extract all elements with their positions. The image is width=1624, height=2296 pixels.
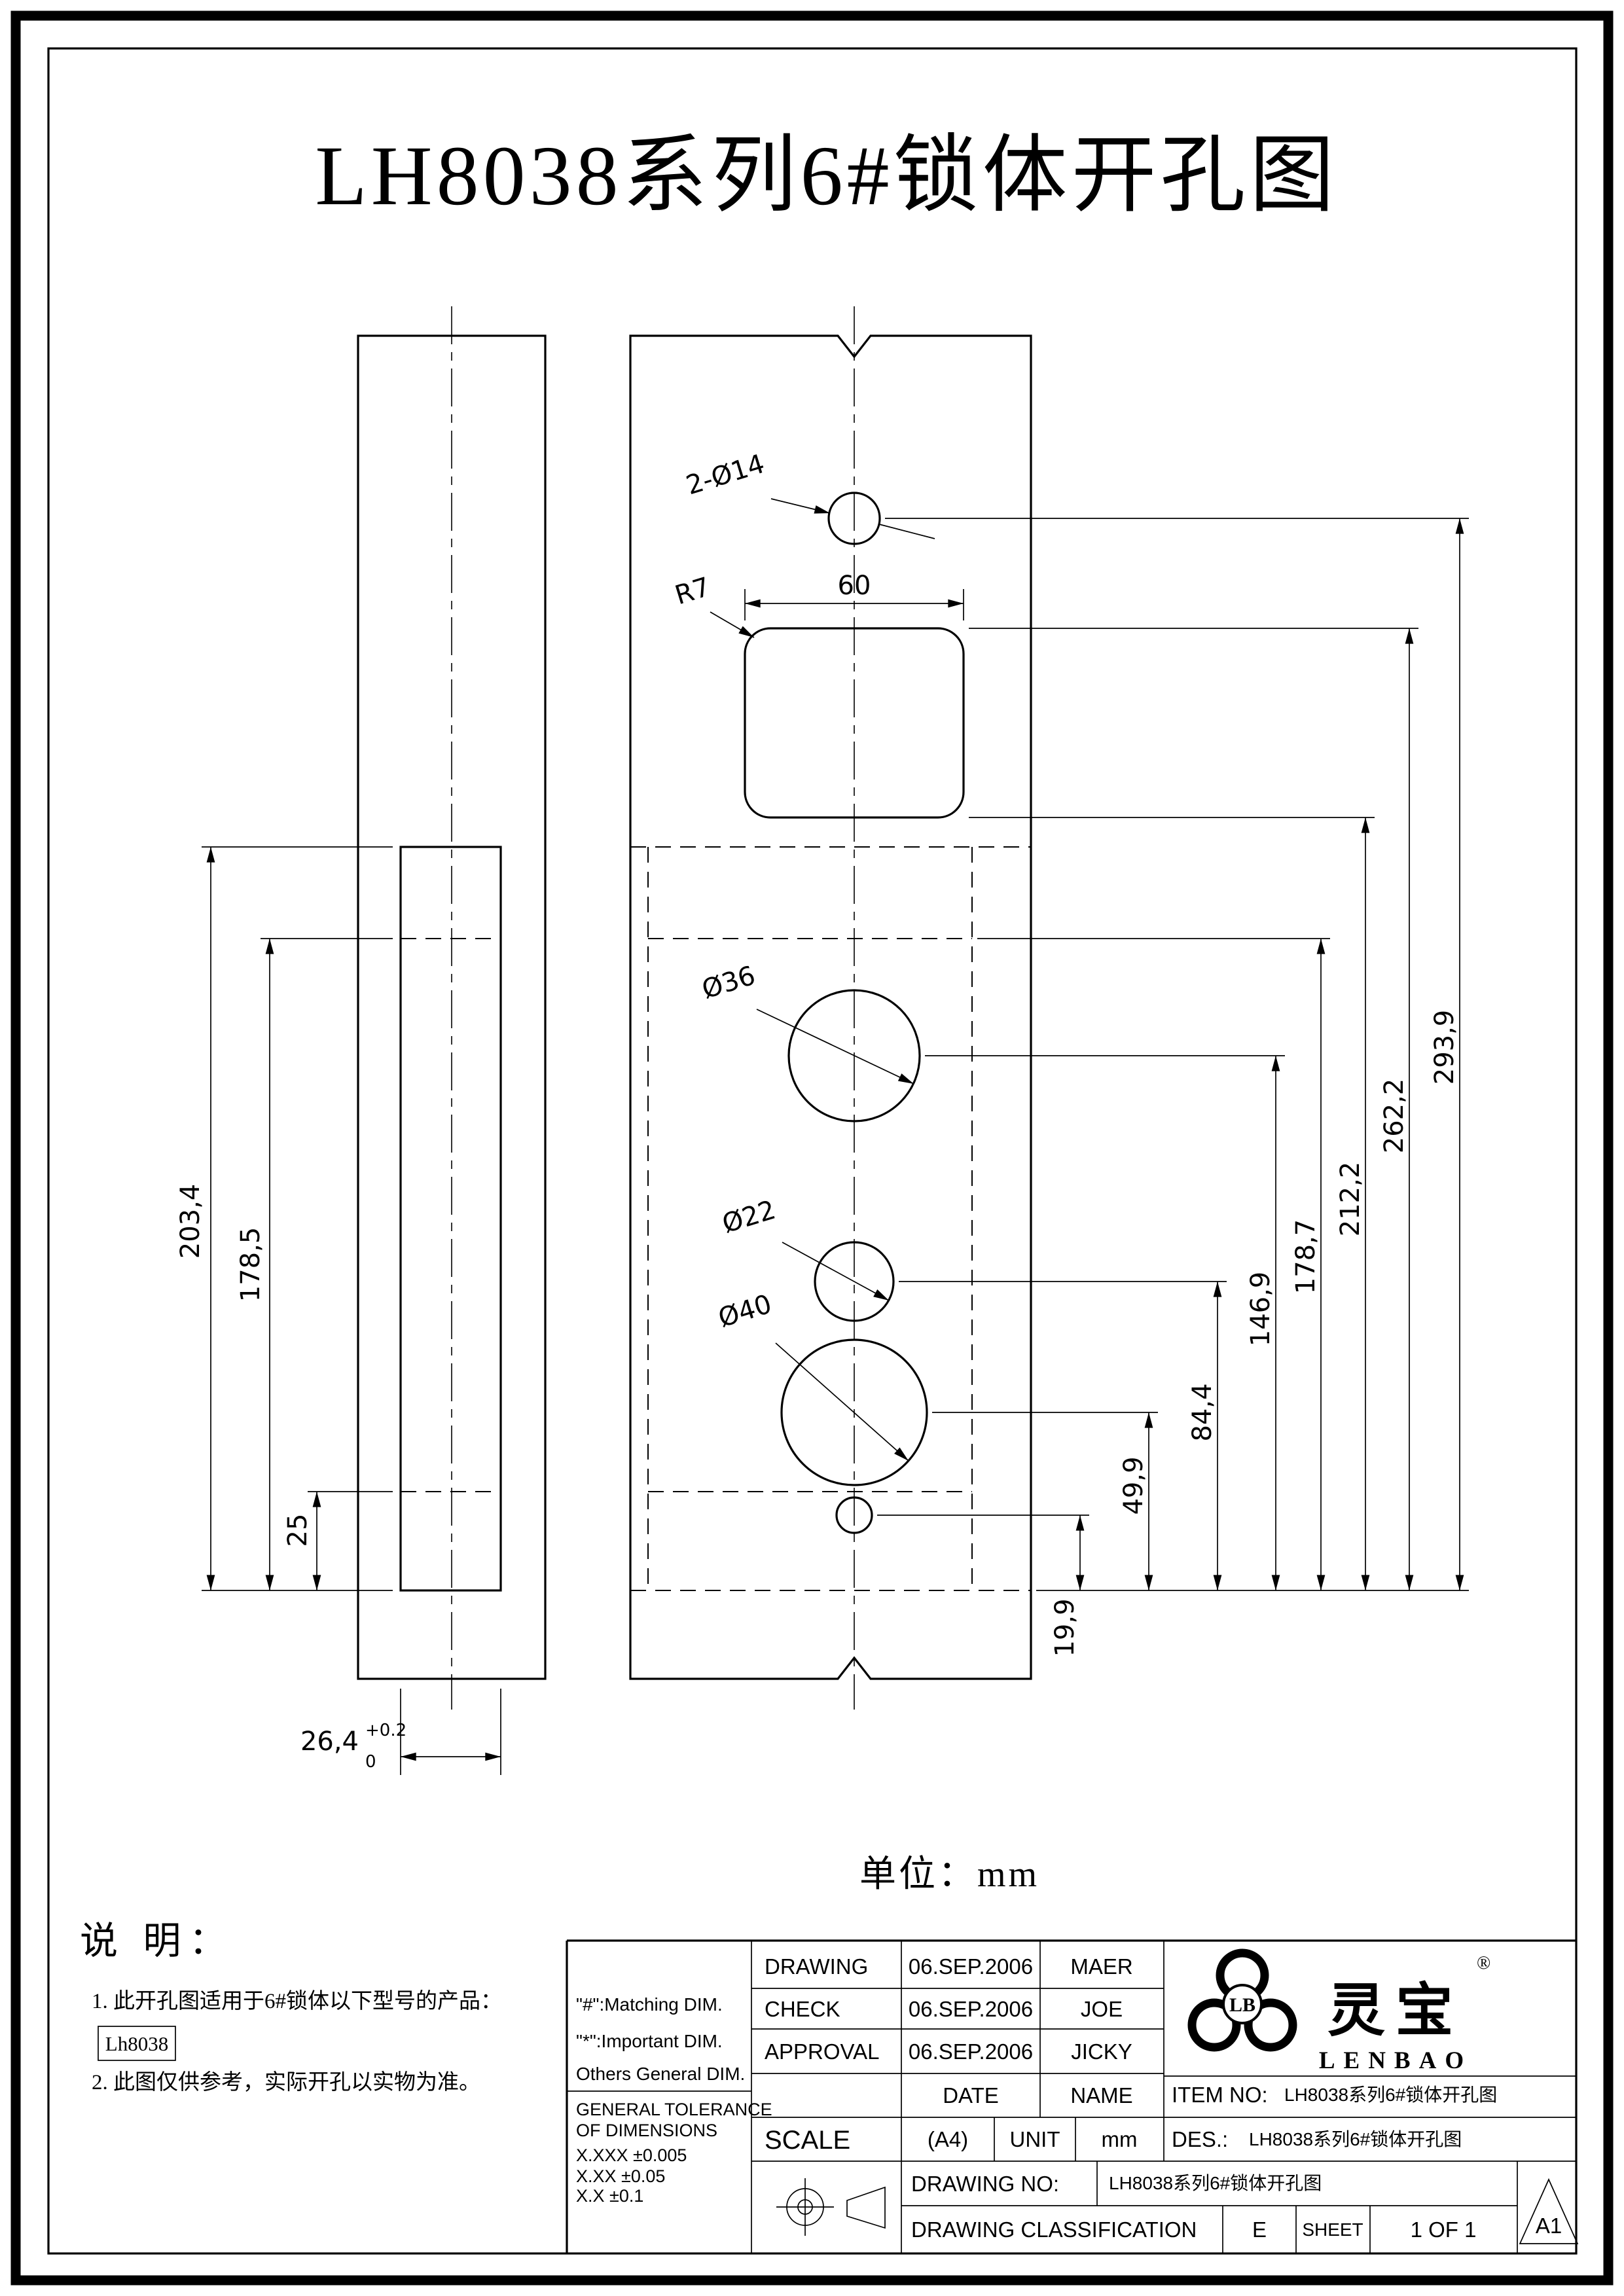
dim-293-9: 293,9 — [1430, 1010, 1460, 1085]
item-no-label: ITEM NO: — [1172, 2083, 1268, 2107]
scale-value: (A4) — [928, 2127, 968, 2151]
tolerance-heading-2: OF DIMENSIONS — [576, 2121, 717, 2140]
dim-case-width-tol-lower: 0 — [365, 1752, 376, 1772]
notes-heading: 说 明： — [80, 1920, 235, 1962]
logo-ring-right — [1244, 1998, 1297, 2052]
name-drawing: MAER — [1070, 1954, 1132, 1979]
sheet-value: 1 OF 1 — [1411, 2217, 1477, 2242]
des-label: DES.: — [1172, 2127, 1228, 2151]
classification-label: DRAWING CLASSIFICATION — [911, 2217, 1197, 2242]
hole-2xd14 — [827, 492, 881, 545]
drawing-no-label: DRAWING NO: — [911, 2172, 1059, 2196]
note-line-1: 1. 此开孔图适用于6#锁体以下型号的产品： — [92, 1989, 502, 2013]
name-check: JOE — [1081, 1997, 1123, 2021]
label-hole-d36: Ø36 — [698, 961, 759, 1005]
dim-84-4: 84,4 — [1187, 1383, 1218, 1441]
sheet-label: SHEET — [1302, 2219, 1363, 2240]
dim-19-9: 19,9 — [1050, 1598, 1080, 1657]
label-corner-radius: R7 — [672, 572, 713, 611]
dim-212-2: 212,2 — [1335, 1162, 1365, 1237]
dim-146-9: 146,9 — [1246, 1272, 1276, 1347]
dim-case-width-tol-upper: +0.2 — [365, 1721, 406, 1740]
tolerance-heading-1: GENERAL TOLERANCE — [576, 2100, 772, 2119]
dim-case-width: 26,4 — [300, 1727, 359, 1757]
side-view: 203,4 178,5 25 26,4 +0.2 0 — [175, 306, 547, 1775]
label-hole-d22: Ø22 — [719, 1195, 779, 1240]
unit-value: mm — [1102, 2127, 1138, 2151]
title-block: "#":Matching DIM. "*":Important DIM. Oth… — [566, 1939, 1579, 2253]
unit-label: UNIT — [1010, 2127, 1060, 2151]
front-view: 2-Ø14 R7 60 Ø36 Ø22 Ø40 19,9 — [629, 306, 1469, 1710]
hole-d40 — [780, 1338, 928, 1486]
tolerance-row-3: X.X ±0.1 — [576, 2186, 643, 2206]
date-approval: 06.SEP.2006 — [909, 2039, 1033, 2064]
classification-value: E — [1252, 2217, 1267, 2242]
first-angle-projection-icon — [776, 2178, 886, 2236]
dim-note-important: "*":Important DIM. — [576, 2031, 723, 2051]
date-check: 06.SEP.2006 — [909, 1997, 1033, 2021]
hole-d36 — [787, 989, 921, 1122]
des-value: LH8038系列6#锁体开孔图 — [1249, 2129, 1462, 2149]
dim-note-matching: "#":Matching DIM. — [576, 1994, 723, 2015]
hole-small — [835, 1496, 873, 1534]
model-code: Lh8038 — [105, 2032, 168, 2055]
model-box — [98, 2026, 176, 2061]
name-header: NAME — [1070, 2083, 1132, 2108]
label-hole-d40: Ø40 — [715, 1289, 775, 1334]
logo-ring-left — [1187, 1998, 1241, 2052]
page-title: LH8038系列6#锁体开孔图 — [315, 129, 1338, 223]
dim-49-9: 49,9 — [1119, 1456, 1149, 1515]
date-header: DATE — [943, 2083, 999, 2108]
registered-mark: ® — [1477, 1953, 1490, 1973]
inner-border — [47, 47, 1578, 2255]
tolerance-row-1: X.XXX ±0.005 — [576, 2145, 687, 2165]
logo-center-ring — [1222, 1984, 1263, 2024]
revision-triangle: A1 — [1519, 2178, 1579, 2244]
scale-label: SCALE — [765, 2126, 850, 2155]
brand-name-cn: 灵宝 — [1327, 1980, 1464, 2043]
notes-section: 说 明： 1. 此开孔图适用于6#锁体以下型号的产品： Lh8038 2. 此图… — [80, 1920, 502, 2094]
brand-logo: LB 灵宝 LENBAO ® — [1187, 1948, 1490, 2074]
dim-window-width: 60 — [838, 571, 871, 601]
role-approval: APPROVAL — [765, 2039, 879, 2064]
outer-border — [10, 10, 1614, 2286]
dim-bottom-offset: 25 — [283, 1514, 313, 1547]
tolerance-row-2: X.XX ±0.05 — [576, 2166, 665, 2186]
brand-name-en: LENBAO — [1319, 2047, 1472, 2074]
name-approval: JICKY — [1071, 2039, 1132, 2064]
role-drawing: DRAWING — [765, 1954, 868, 1979]
unit-note: 单位：mm — [859, 1854, 1039, 1895]
hole-d22 — [814, 1241, 895, 1322]
dim-mid-height: 178,5 — [236, 1227, 266, 1302]
dim-case-height: 203,4 — [175, 1184, 206, 1259]
dim-178-7: 178,7 — [1291, 1219, 1321, 1295]
role-check: CHECK — [765, 1997, 840, 2021]
date-drawing: 06.SEP.2006 — [909, 1954, 1033, 1979]
drawing-no-value: LH8038系列6#锁体开孔图 — [1109, 2173, 1322, 2193]
note-line-2: 2. 此图仅供参考，实际开孔以实物为准。 — [92, 2070, 480, 2094]
dim-note-general: Others General DIM. — [576, 2064, 745, 2084]
label-top-hole: 2-Ø14 — [683, 449, 768, 501]
revision-code: A1 — [1536, 2214, 1562, 2238]
logo-monogram: LB — [1229, 1994, 1255, 2016]
window-cutout — [744, 627, 965, 819]
dim-262-2: 262,2 — [1379, 1079, 1409, 1154]
item-no-value: LH8038系列6#锁体开孔图 — [1284, 2085, 1497, 2105]
